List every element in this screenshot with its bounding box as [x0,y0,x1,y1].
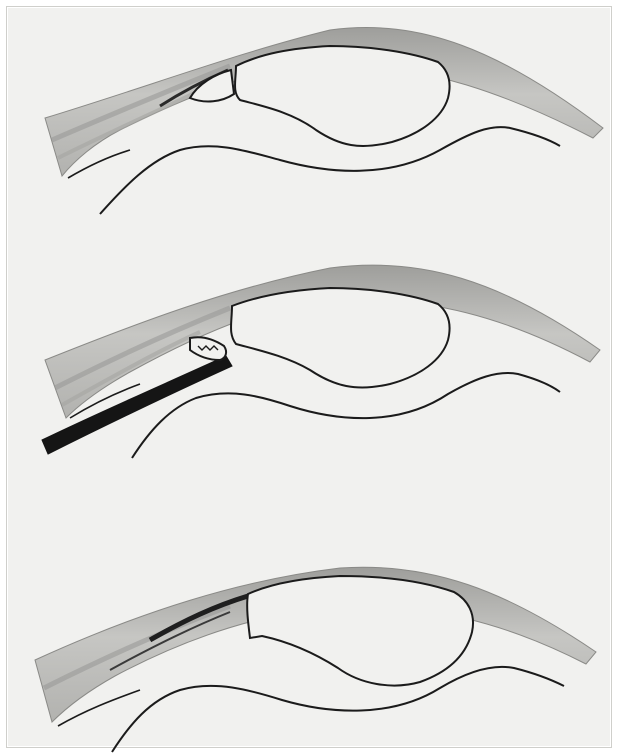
panel-1-large-mass [235,46,450,146]
panel-3-large-mass [247,576,473,686]
panel-3-lower-contour [112,667,564,752]
panel-1-lower-contour [100,127,560,214]
panel-1-streak [52,66,230,140]
panel-1 [45,28,603,214]
panel-3 [35,567,596,752]
panel-2 [42,265,600,458]
panel-2-large-mass [231,288,450,388]
